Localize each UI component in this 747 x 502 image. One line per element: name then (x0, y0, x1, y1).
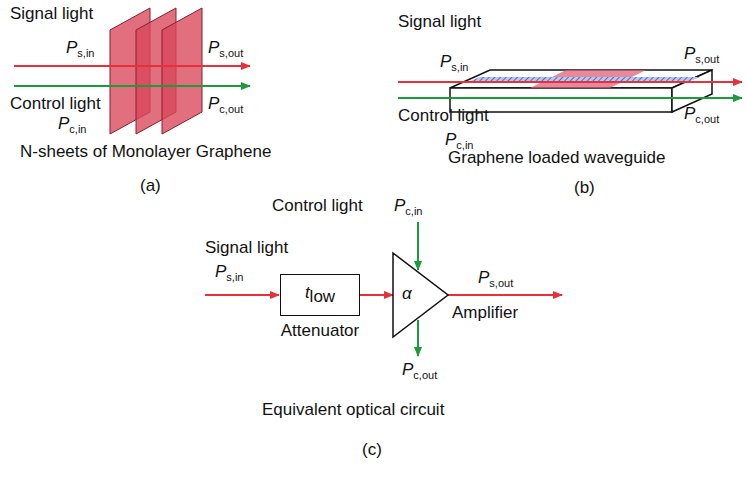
signal-arrow (14, 65, 250, 67)
signal-output-arrow (448, 294, 562, 296)
signal-connector (360, 294, 393, 296)
panel-letter: (c) (362, 440, 382, 460)
power-label: Ps,out (684, 44, 719, 69)
power-label: Pc,in (394, 196, 422, 221)
power-label: Ps,out (208, 38, 243, 63)
amplifier-triangle: αAmplifier (393, 253, 448, 337)
attenuator-box: tlowAttenuator (280, 274, 360, 316)
panel-letter: (a) (140, 176, 161, 196)
power-label: Ps,in (215, 262, 243, 287)
signal-label: Signal light (205, 238, 288, 258)
power-label: Ps,in (440, 52, 468, 77)
component-name: Amplifier (452, 303, 518, 323)
signal-arrow (398, 81, 742, 83)
panel-caption: Equivalent optical circuit (262, 400, 444, 420)
control-label: Control light (398, 106, 489, 126)
signal-label: Signal light (10, 4, 93, 24)
panel-caption: Graphene loaded waveguide (448, 148, 665, 168)
power-label: Pc,out (684, 104, 719, 129)
signal-input-arrow (205, 294, 279, 296)
component-name: Attenuator (281, 321, 359, 341)
panel-caption: N-sheets of Monolayer Graphene (20, 142, 271, 162)
control-arrow (14, 85, 250, 87)
waveguide (450, 70, 712, 112)
control-output-arrow (417, 320, 419, 356)
power-label: Pc,out (208, 94, 243, 119)
graphene-sheets (110, 8, 202, 134)
control-label: Control light (272, 196, 363, 216)
panel-letter: (b) (574, 178, 595, 198)
power-label: Pc,in (58, 114, 86, 139)
control-label: Control light (10, 94, 101, 114)
attenuation-symbol: tlow (305, 283, 335, 307)
control-arrow (398, 97, 742, 99)
power-label: Pc,out (402, 360, 437, 385)
power-label: Ps,in (66, 38, 94, 63)
control-input-arrow (417, 222, 419, 270)
signal-label: Signal light (398, 12, 481, 32)
power-label: Ps,out (478, 268, 513, 293)
triangle-outline (393, 253, 448, 337)
gain-symbol: α (402, 284, 412, 304)
